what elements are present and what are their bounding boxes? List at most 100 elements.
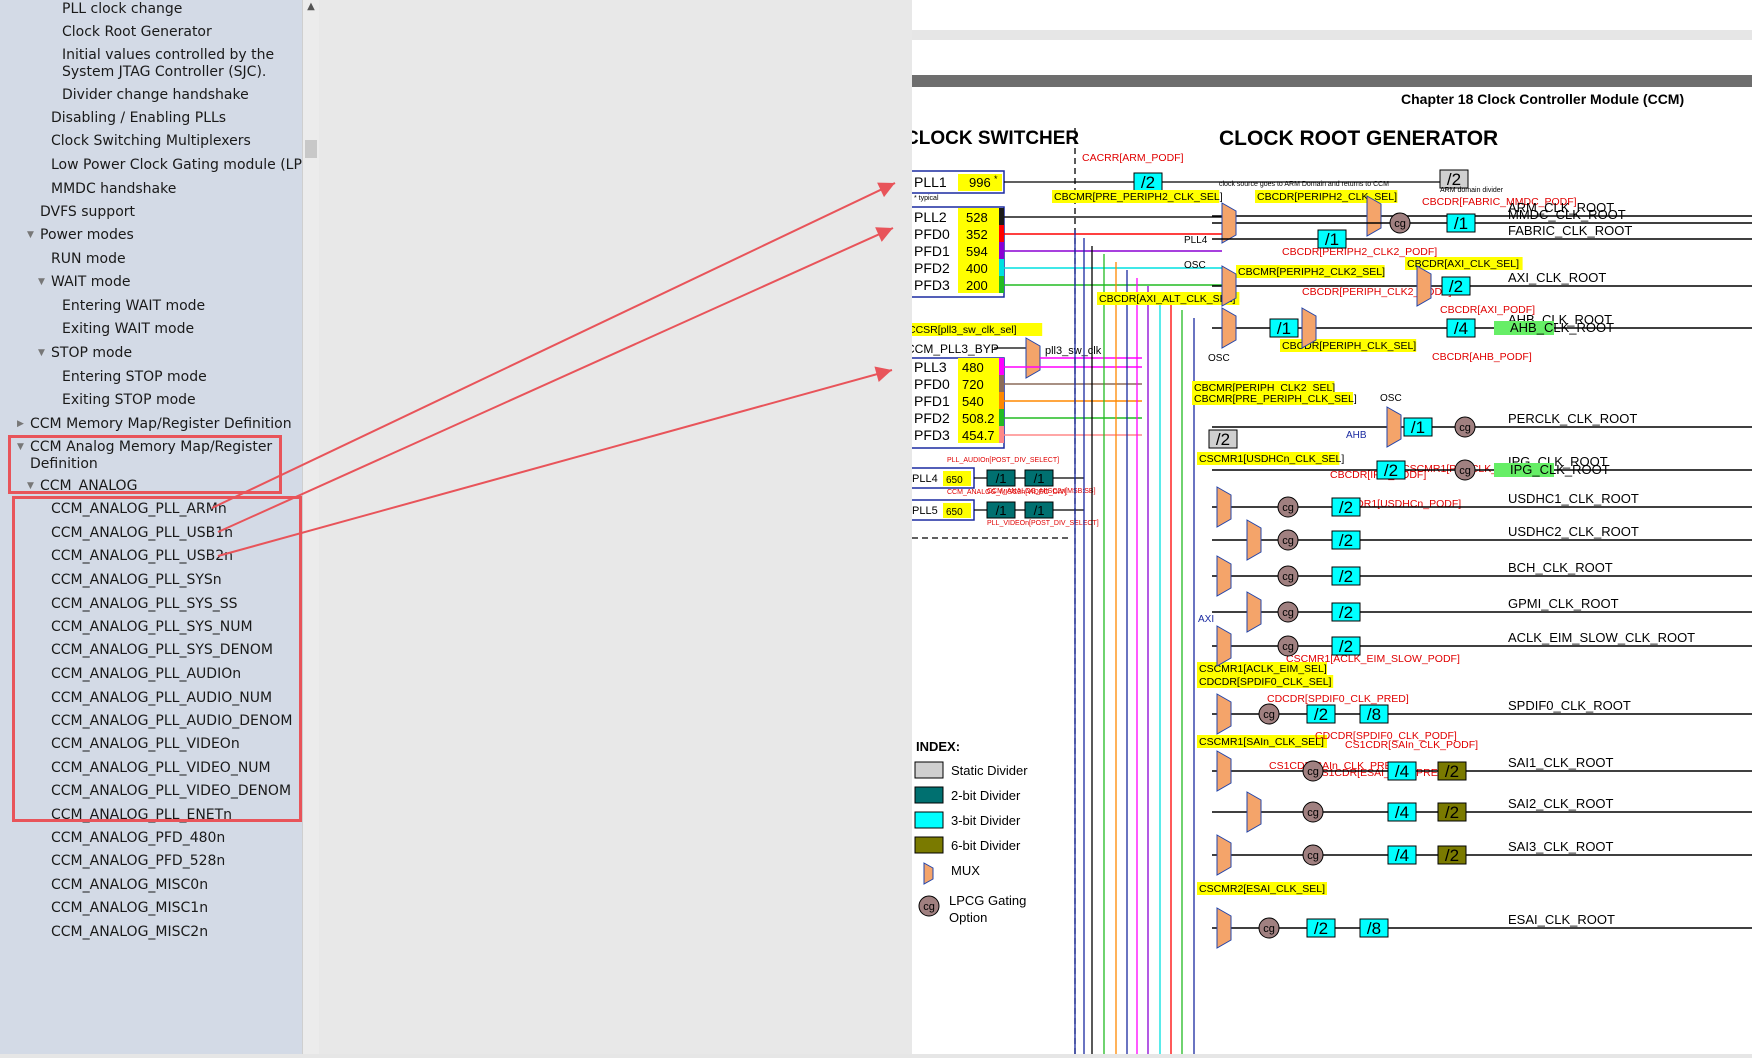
toc-item[interactable]: CCM_ANALOG_PLL_SYSn [51, 572, 222, 588]
toc-item[interactable]: STOP mode [51, 345, 133, 361]
toc-item[interactable]: CCM_ANALOG_MISC2n [51, 924, 209, 940]
expand-down-icon[interactable]: ▼ [38, 348, 45, 358]
clock-tree-diagram: Chapter 18 Clock Controller Module (CCM)… [902, 75, 1752, 1054]
clock-root-output: ESAI_CLK_ROOT [1508, 912, 1615, 927]
toc-item[interactable]: Entering STOP mode [62, 369, 207, 385]
toc-item[interactable]: DVFS support [40, 204, 136, 220]
chapter-rule [902, 75, 1752, 87]
toc-item[interactable]: Low Power Clock Gating module (LPCG) [51, 157, 302, 173]
clock-root-output: USDHC2_CLK_ROOT [1508, 524, 1639, 539]
mux-shape [1246, 519, 1262, 561]
pll-name: PLL5 [912, 505, 938, 517]
toc-item[interactable]: CCM_ANALOG_MISC1n [51, 900, 209, 916]
pll1-mark: * [994, 174, 998, 184]
divider-box [1446, 213, 1476, 233]
divider-box [1403, 417, 1433, 437]
toc-item[interactable]: CCM_ANALOG [40, 478, 138, 494]
mux-shape [1216, 693, 1232, 735]
mux-shape [1386, 406, 1402, 448]
toc-item[interactable]: Clock Root Generator [62, 24, 212, 40]
toc-item[interactable]: CCM_ANALOG_PLL_SYS_NUM [51, 619, 253, 635]
toc-item[interactable]: CCM_ANALOG_PLL_AUDIO_NUM [51, 690, 273, 706]
toc-item[interactable]: Clock Switching Multiplexers [51, 133, 251, 149]
toc-item[interactable]: CCM_ANALOG_PLL_SYS_DENOM [51, 642, 273, 658]
register-label-bg [1052, 190, 1220, 203]
toc-item[interactable]: MMDC handshake [51, 181, 177, 197]
toc-item[interactable]: WAIT mode [51, 274, 131, 290]
toc-item[interactable]: CCM_ANALOG_PLL_AUDIOn [51, 666, 242, 682]
register-label: CBCMR[PERIPH2_CLK2_SEL] [1238, 266, 1385, 278]
toc-item[interactable]: CCM_ANALOG_MISC0n [51, 877, 209, 893]
highlight-box-analog-heading [8, 435, 282, 494]
pll-value-bg [943, 503, 971, 518]
toc-item[interactable]: CCM_ANALOG_PFD_480n [51, 830, 226, 846]
toc-item[interactable]: CCM_ANALOG_PLL_AUDIO_DENOM [51, 713, 293, 729]
register-label-bg [1255, 190, 1398, 203]
register-label-bg [1197, 882, 1327, 895]
mux-shape [1246, 791, 1262, 833]
legend-swatch [914, 786, 944, 804]
divider-value: /2 [1447, 170, 1461, 189]
expand-down-icon[interactable]: ▼ [17, 442, 24, 452]
lpcg-gate-icon [1302, 801, 1324, 823]
output-highlight [1494, 321, 1554, 335]
divider-value: /2 [1339, 603, 1353, 622]
clock-root-output: SPDIF0_CLK_ROOT [1508, 698, 1631, 713]
toc-item[interactable]: Disabling / Enabling PLLs [51, 110, 227, 126]
divider-register-label: CBCDR[PERIPH2_CLK2_PODF] [1282, 246, 1437, 258]
expand-down-icon[interactable]: ▼ [27, 230, 34, 240]
lpcg-gate-icon [1302, 844, 1324, 866]
toc-item[interactable]: CCM_ANALOG_PLL_VIDEO_NUM [51, 760, 271, 776]
divider-box [1387, 802, 1417, 822]
toc-item[interactable]: CCM_ANALOG_PFD_528n [51, 853, 226, 869]
clock-root-output: IPG_CLK_ROOT [1510, 462, 1610, 477]
expand-down-icon[interactable]: ▼ [38, 277, 45, 287]
clock-root-output: ARM_CLK_ROOT [1508, 200, 1614, 215]
divider-value: /2 [1339, 567, 1353, 586]
toc-item[interactable]: CCM_ANALOG_PLL_ARMn [51, 501, 227, 517]
previous-page-bottom [912, 0, 1752, 30]
scrollbar-thumb[interactable] [305, 140, 317, 158]
pll-output-value: 540 [962, 394, 984, 409]
register-label-bg [1192, 381, 1335, 394]
pll-output-color [999, 225, 1004, 242]
toc-item[interactable]: Entering WAIT mode [62, 298, 206, 314]
lpcg-gate-icon [1277, 529, 1299, 551]
legend-label: LPCG Gating [949, 893, 1026, 908]
toc-scrollbar[interactable]: ▲ [302, 0, 320, 1054]
pll-output-value: 352 [966, 227, 988, 242]
pll-output-value: 594 [966, 244, 988, 259]
lpcg-label: cg [1263, 709, 1275, 721]
toc-item[interactable]: RUN mode [51, 251, 126, 267]
note: clock source goes to ARM Domain and retu… [1219, 181, 1389, 188]
pll-value-bg [958, 208, 1000, 225]
divider-value: /4 [1454, 319, 1468, 338]
divider-box [1437, 845, 1467, 865]
toc-item[interactable]: CCM_ANALOG_PLL_VIDEO_DENOM [51, 783, 292, 799]
toc-item[interactable]: CCM_ANALOG_PLL_VIDEOn [51, 736, 240, 752]
divider-register-label: CBCDR[AXI_PODF] [1440, 304, 1535, 316]
expand-down-icon[interactable]: ▼ [27, 481, 34, 491]
pll1-name: PLL1 [914, 174, 947, 190]
mux-shape [1216, 834, 1232, 876]
toc-item[interactable]: CCM_ANALOG_PLL_SYS_SS [51, 596, 238, 612]
toc-item[interactable]: Exiting WAIT mode [62, 321, 195, 337]
toc-item[interactable]: Divider change handshake [62, 87, 249, 103]
note: ARM domain divider [1440, 187, 1504, 194]
divider-box [1306, 918, 1336, 938]
divider-box [1317, 229, 1347, 249]
clock-root-output: SAI2_CLK_ROOT [1508, 796, 1614, 811]
lpcg-gate-icon [1277, 635, 1299, 657]
scroll-up-icon[interactable]: ▲ [307, 1, 315, 12]
toc-item[interactable]: CCM_ANALOG_PLL_USB1n [51, 525, 233, 541]
toc-item[interactable]: Initial values controlled by the System … [62, 47, 275, 80]
toc-item[interactable]: PLL clock change [62, 1, 183, 17]
legend-swatch [914, 836, 944, 854]
toc-item[interactable]: CCM Memory Map/Register Definition [30, 416, 292, 432]
toc-item[interactable]: CCM_ANALOG_PLL_USB2n [51, 548, 233, 564]
pll-value-bg [958, 174, 1002, 191]
toc-item[interactable]: Power modes [40, 227, 134, 243]
expand-right-icon[interactable]: ▶ [17, 419, 24, 429]
clock-root-output: PERCLK_CLK_ROOT [1508, 411, 1637, 426]
toc-item[interactable]: Exiting STOP mode [62, 392, 196, 408]
